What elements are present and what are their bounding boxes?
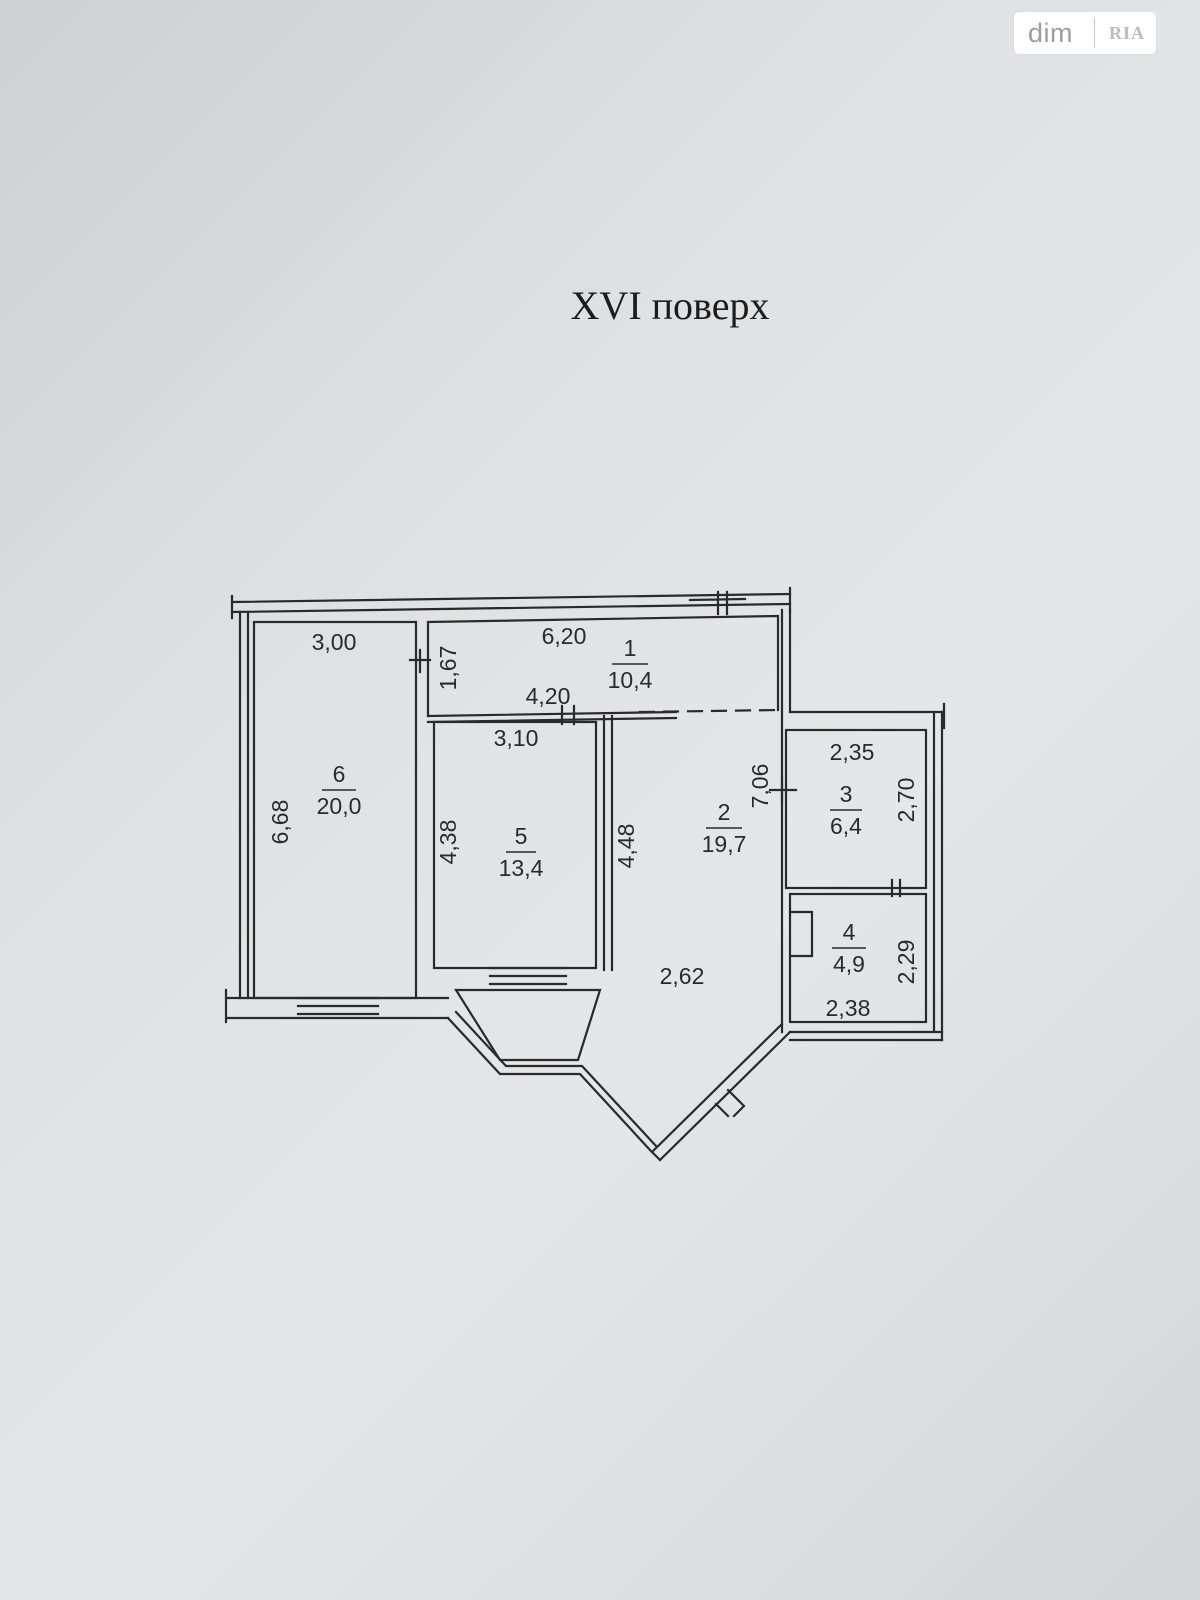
room-3-area: 6,4 (830, 813, 862, 839)
window-top (688, 590, 747, 616)
dim-corridor: 4,20 (526, 683, 571, 709)
entry-door (714, 1088, 746, 1118)
dim-r5-width: 3,10 (494, 725, 539, 751)
room-4-outline (788, 892, 928, 1024)
room-6-area: 20,0 (317, 793, 362, 819)
dim-r4-depth: 2,29 (893, 940, 919, 985)
watermark-brand: dim (1028, 17, 1074, 48)
dimension-labels: 3,00 6,68 6,20 1,67 4,20 3,10 4,38 4,48 … (267, 623, 919, 1021)
room-labels: 1 10,4 6 20,0 5 13,4 2 19,7 3 6,4 4 4,9 (317, 635, 865, 977)
walls (224, 586, 946, 1162)
wall-diagonal (650, 1022, 792, 1162)
wall-r3-top (788, 702, 946, 730)
dim-r3-width: 2,35 (830, 739, 875, 765)
room-6-number: 6 (333, 761, 346, 787)
wall-bottom-right (788, 1030, 944, 1042)
door-r6-r1 (408, 648, 432, 674)
room-2-number: 2 (718, 799, 731, 825)
room-4-number: 4 (843, 919, 856, 945)
bay-inner (454, 1010, 658, 1148)
bay-window (454, 988, 602, 1062)
watermark-divider (1094, 18, 1095, 48)
room-3-number: 3 (840, 781, 853, 807)
fraction-bars (322, 663, 866, 949)
room-3-outline (784, 728, 928, 890)
room-5-area: 13,4 (499, 855, 544, 881)
window-r5 (488, 966, 568, 986)
wall-top-ticks (230, 586, 792, 620)
dim-r4-width: 2,38 (826, 995, 871, 1021)
door-r2-r3 (768, 776, 798, 804)
room-2-right (780, 608, 792, 1034)
dimria-watermark: dim RIA (1014, 12, 1156, 54)
dim-r1-width: 6,20 (542, 623, 587, 649)
room-1-outline (426, 614, 780, 718)
wall-left (238, 610, 250, 1000)
floor-title: XVI поверх (570, 283, 770, 328)
dim-r6-length: 6,68 (267, 800, 293, 845)
dim-r3-depth: 2,70 (893, 778, 919, 823)
window-r6 (296, 996, 380, 1016)
corridor-wall (426, 710, 678, 724)
dim-r2-width: 2,62 (660, 963, 705, 989)
dim-r2-length: 7,06 (747, 764, 773, 809)
room-2-area: 19,7 (702, 831, 747, 857)
room-1-number: 1 (624, 635, 637, 661)
wall-right (932, 710, 944, 1042)
watermark-logo-icon: RIA (1109, 22, 1146, 43)
room-4-niche (788, 910, 814, 958)
dim-r6-width: 3,00 (312, 629, 357, 655)
dim-r1-depth: 1,67 (435, 646, 461, 691)
dim-r5-right: 4,48 (613, 824, 639, 869)
room-1-area: 10,4 (608, 667, 653, 693)
room-4-area: 4,9 (833, 951, 865, 977)
wall-top (230, 592, 792, 614)
dim-r5-left: 4,38 (435, 820, 461, 865)
bay-outer (446, 1016, 662, 1162)
wall-r5-r2 (602, 714, 614, 972)
room-5-number: 5 (515, 823, 528, 849)
